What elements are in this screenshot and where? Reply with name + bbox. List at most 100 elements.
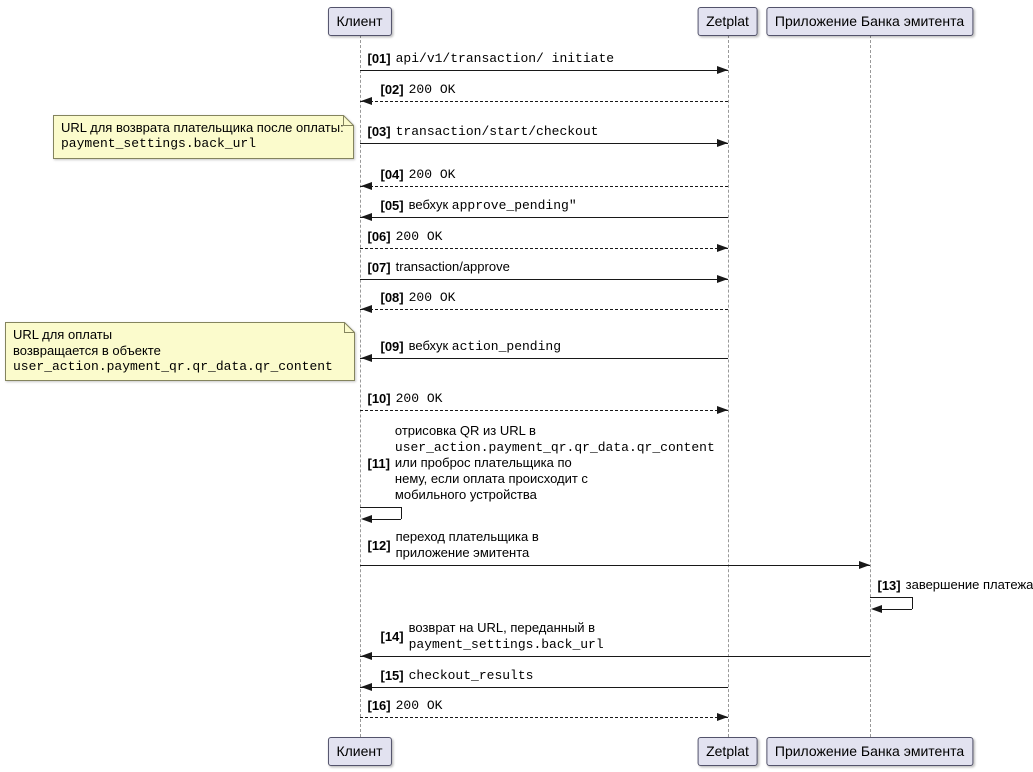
arrowhead-icon [360,182,372,190]
arrowhead-icon [716,139,728,147]
note-text: URL для возврата плательщика после оплат… [61,120,344,152]
lifeline-client [359,35,361,737]
message-text: 200 OK [396,228,443,244]
message-arrow-line [359,410,728,411]
message-label: [03] transaction/start/checkout [367,123,599,140]
message-text-segment: мобильного устройства [394,487,537,502]
participant-zetplat-bottom: Zetplat [697,737,758,766]
arrowhead-icon [360,683,372,691]
self-message-line [369,519,401,520]
arrowhead-icon [716,406,728,414]
message-label: [16]200 OK [367,697,443,714]
message-label: [10] 200 OK [367,390,443,407]
message-text-segment: transaction/start/checkout [395,124,599,139]
message-text-segment: переход плательщика в [395,529,539,544]
self-message-line [400,507,402,519]
message-text: вебхук action_pending [409,338,561,354]
note-shape [5,322,355,381]
message-text-segment: 200 OK [408,167,456,182]
arrowhead-icon [360,515,372,523]
message-number: [13] [877,577,901,593]
message-label: [07] transaction/approve [368,259,510,275]
message-text: 200 OK [409,166,456,182]
message-text-segment: 200 OK [395,229,443,244]
note-shape [53,115,354,159]
self-message-line [359,507,401,508]
message-arrow-line [359,687,728,688]
message-text-segment: отрисовка QR из URL в [394,423,536,438]
message-text: возврат на URL, переданный в payment_sett… [409,620,604,652]
message-arrow-line [359,101,728,102]
message-text: завершение платежа [906,577,1033,593]
participant-client-top: Клиент [327,7,392,36]
message-text-segment: 200 OK [408,82,456,97]
message-text-segment: payment_settings.back_url [408,637,604,652]
arrowhead-icon [360,652,372,660]
message-text-segment: 200 OK [395,391,443,406]
message-text-segment: или проброс плательщика по [394,455,572,470]
message-text-segment: приложение эмитента [395,545,530,560]
message-arrow-line [359,248,728,249]
message-text-segment: нему, если оплата происходит с [394,471,588,486]
arrowhead-icon [716,275,728,283]
message-number: [04] [380,166,404,182]
self-message-line [869,597,912,598]
message-arrow-line [359,656,870,657]
message-label: [02] 200 OK [380,81,456,98]
arrowhead-icon [360,305,372,313]
message-arrow-line [359,143,728,144]
message-number: [15] [380,667,404,683]
message-text: 200 OK [396,390,443,406]
note-note1: URL для возврата плательщика после оплат… [53,115,354,159]
message-text-segment: вебхук [408,197,452,212]
arrowhead-icon [360,354,372,362]
message-number: [10] [367,390,391,406]
note-line: URL для возврата плательщика после оплат… [61,120,344,135]
message-text: 200 OK [409,81,456,97]
message-label: [06] 200 OK [367,228,443,245]
message-number: [09] [380,338,404,354]
message-label: [08] 200 OK [380,289,456,306]
message-number: [14] [380,628,404,644]
message-text: transaction/start/checkout [396,123,599,139]
participant-issuer-top: Приложение Банка эмитента [765,7,974,36]
self-message-line [879,609,912,610]
message-number: [05] [380,197,404,213]
message-text-segment: transaction/approve [395,259,510,274]
message-number: [16] [367,697,391,713]
message-arrow-line [359,217,728,218]
message-number: [02] [380,81,404,97]
message-text-segment: вебхук [408,338,452,353]
message-text: checkout_results [409,667,534,683]
note-line: user_action.payment_qr.qr_data.qr_conten… [13,359,333,374]
message-arrow-line [359,70,728,71]
message-text: transaction/approve [396,259,510,275]
message-number: [03] [367,123,391,139]
message-arrow-line [359,309,728,310]
arrowhead-icon [360,97,372,105]
message-arrow-line [359,358,728,359]
message-text-segment: 200 OK [408,290,456,305]
message-arrow-line [359,565,870,566]
message-number: [07] [367,259,391,275]
message-arrow-line [359,186,728,187]
message-text-segment: возврат на URL, переданный в [408,620,596,635]
message-label: [14] возврат на URL, переданный в payment_… [381,620,604,652]
participant-zetplat-top: Zetplat [697,7,758,36]
message-arrow-line [359,279,728,280]
message-text-segment: approve_pending" [451,198,577,213]
message-label: [09] вебхук action_pending [381,338,562,354]
arrowhead-icon [360,213,372,221]
message-number: [08] [380,289,404,305]
note-line: payment_settings.back_url [61,136,257,151]
participant-issuer-bottom: Приложение Банка эмитента [765,737,974,766]
message-label: [05] вебхук approve_pending" [381,197,577,213]
participant-client-bottom: Клиент [327,737,392,766]
message-number: [06] [367,228,391,244]
arrowhead-icon [716,244,728,252]
